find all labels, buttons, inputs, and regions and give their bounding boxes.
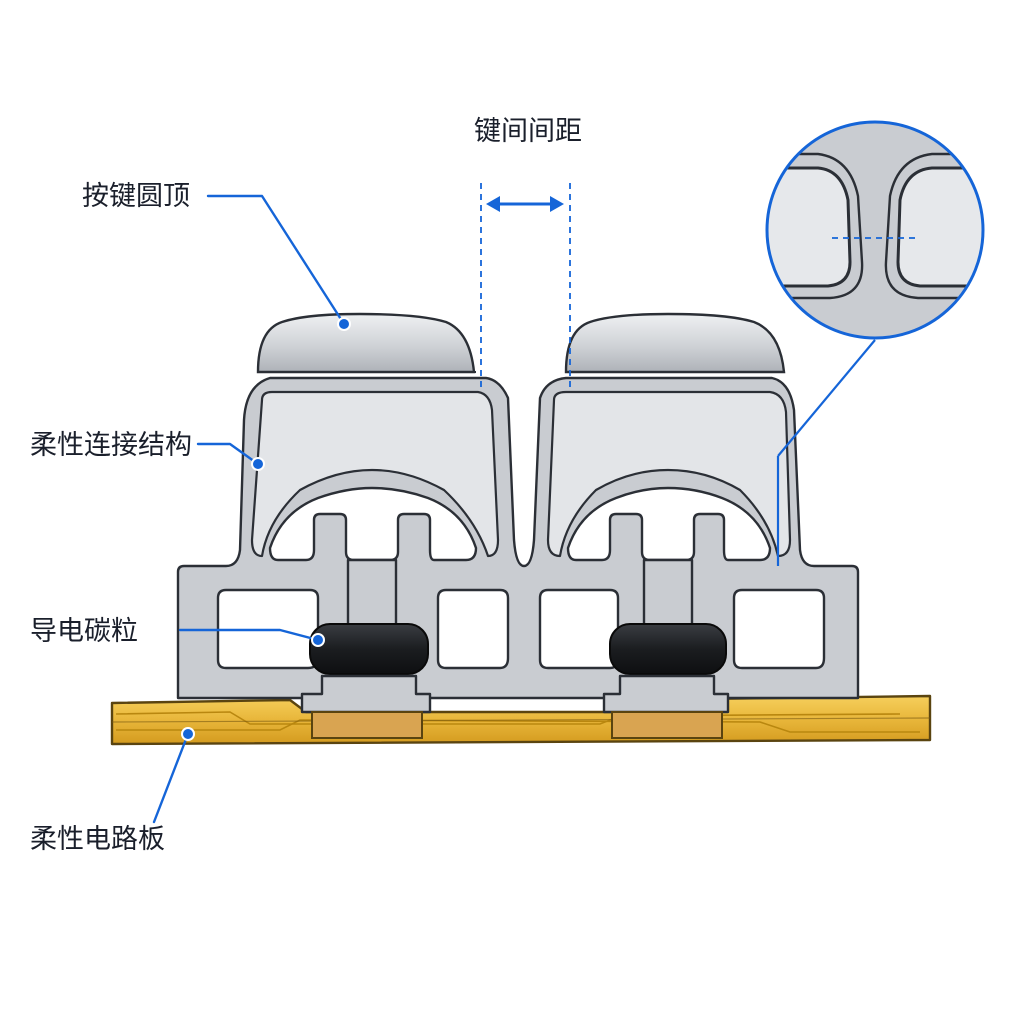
- key-spacing-dimension: [480, 183, 571, 392]
- right-key-unit: [546, 312, 792, 739]
- left-contact-pad: [311, 711, 423, 739]
- arrow-right-icon: [550, 196, 564, 212]
- left-carbon-pill: [309, 623, 429, 675]
- right-key-dome: [564, 312, 786, 374]
- label-flexible-pcb: 柔性电路板: [30, 824, 165, 855]
- label-leaders: [152, 194, 351, 824]
- right-contact-pad: [611, 711, 723, 739]
- right-carbon-pill: [609, 623, 727, 675]
- magnified-inset: [765, 120, 985, 566]
- left-key-unit: [250, 312, 500, 739]
- label-key-spacing: 键间间距: [474, 116, 582, 147]
- flexible-circuit-board: [110, 694, 932, 746]
- left-key-dome: [256, 312, 476, 374]
- label-flexible-web: 柔性连接结构: [30, 430, 192, 461]
- label-carbon-pill: 导电碳粒: [30, 616, 138, 647]
- arrow-left-icon: [486, 196, 500, 212]
- label-key-dome: 按键圆顶: [82, 181, 190, 212]
